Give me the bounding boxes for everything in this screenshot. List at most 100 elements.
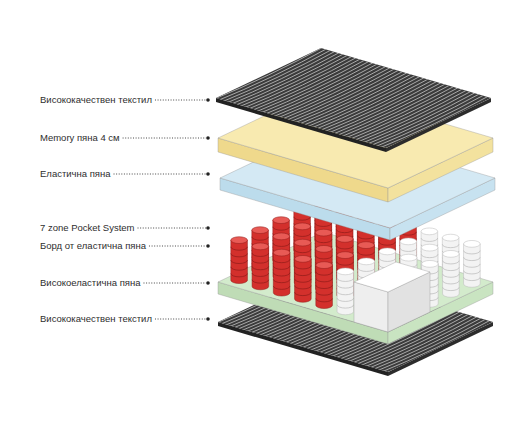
textile-surface	[216, 48, 491, 148]
textile-stripe	[347, 86, 463, 141]
textile-stripe	[215, 47, 331, 102]
leader-line	[149, 246, 206, 247]
spring-rib	[316, 298, 333, 301]
spring-rib	[442, 244, 459, 247]
textile-stripe	[309, 74, 425, 129]
leader-dot	[206, 244, 210, 248]
leader-dot	[206, 136, 210, 140]
textile-stripe	[249, 57, 365, 112]
spring-rib	[252, 273, 269, 276]
spring-top	[464, 240, 481, 247]
mattress-layers	[211, 46, 499, 377]
spring-rib	[464, 251, 481, 254]
spring-rib	[252, 260, 269, 263]
spring-top	[379, 248, 396, 255]
pocket-spring	[252, 243, 269, 290]
textile-stripe	[266, 62, 382, 117]
textile-stripe	[372, 93, 488, 148]
textile-stripe	[283, 67, 399, 122]
textile-stripe	[326, 79, 442, 134]
base-foam-layer-top	[218, 232, 493, 332]
spring-top	[421, 244, 438, 251]
textile-stripe	[338, 83, 454, 138]
spring-top	[400, 254, 417, 261]
textile-stripe	[321, 78, 437, 133]
spring-top	[443, 250, 460, 257]
spring-body	[231, 240, 248, 283]
part-label: Memory пяна 4 см	[40, 132, 120, 144]
spring-rib	[337, 278, 354, 281]
spring-rib	[358, 252, 375, 255]
pocket-spring	[273, 249, 290, 296]
leader-dot	[206, 281, 210, 285]
spring-rib	[443, 267, 460, 270]
leader-dot	[206, 317, 210, 321]
part-label: Борд от еластична пяна	[40, 240, 146, 252]
part-label: Висококачествен текстил	[40, 313, 152, 325]
spring-rib	[316, 292, 333, 295]
part-label: Еластична пяна	[40, 168, 111, 180]
leader-line	[138, 228, 206, 229]
textile-stripe	[351, 87, 467, 142]
textile-stripe	[236, 53, 352, 108]
spring-top	[252, 227, 269, 234]
textile-stripe	[317, 77, 433, 132]
spring-rib	[358, 268, 375, 271]
spring-rib	[315, 223, 332, 226]
leader-line	[114, 174, 206, 175]
spring-body	[273, 253, 290, 296]
spring-rib	[273, 259, 290, 262]
spring-rib	[400, 248, 417, 251]
spring-rib	[337, 305, 354, 308]
spring-top	[421, 228, 438, 235]
spring-rib	[273, 243, 290, 246]
textile-stripe	[360, 89, 476, 144]
leader-line	[155, 319, 206, 320]
spring-rib	[252, 280, 269, 283]
part-label: Висококачествен текстил	[40, 94, 152, 106]
spring-rib	[295, 286, 312, 289]
spring-top	[315, 229, 332, 236]
textile-stripe	[219, 48, 335, 103]
textile-stripe	[330, 81, 446, 136]
spring-top	[358, 258, 375, 265]
spring-rib	[231, 247, 248, 250]
textile-stripe	[262, 61, 378, 116]
textile-stripe	[296, 71, 412, 126]
textile-stripe	[300, 72, 416, 127]
spring-rib	[295, 266, 312, 269]
spring-rib	[464, 264, 481, 267]
spring-body	[443, 254, 460, 297]
spring-top	[422, 260, 439, 267]
spring-rib	[273, 273, 290, 276]
textile-stripe	[377, 94, 493, 149]
spring-body	[252, 246, 269, 289]
pocket-spring	[231, 237, 248, 284]
spring-rib	[315, 239, 332, 242]
base-foam-layer	[218, 232, 493, 344]
spring-rib	[421, 254, 438, 257]
pocket-spring	[443, 250, 460, 297]
textile-stripe	[334, 82, 450, 137]
spring-rib	[443, 287, 460, 290]
part-label: 7 zone Pocket System	[40, 222, 135, 234]
textile-stripe	[355, 88, 471, 143]
textile-stripe	[232, 52, 348, 107]
textile-stripe	[253, 58, 369, 113]
spring-top	[316, 245, 333, 252]
leader-line	[143, 283, 206, 284]
pocket-spring	[337, 268, 354, 315]
leader-dot	[206, 172, 210, 176]
spring-rib	[273, 266, 290, 269]
foam-border-block	[354, 262, 430, 332]
spring-rib	[337, 285, 354, 288]
spring-rib	[336, 229, 353, 232]
leader-dot	[206, 226, 210, 230]
spring-top	[273, 217, 290, 224]
textile-stripe	[381, 96, 497, 151]
spring-top	[273, 249, 290, 256]
spring-rib	[358, 236, 375, 239]
spring-rib	[464, 271, 481, 274]
